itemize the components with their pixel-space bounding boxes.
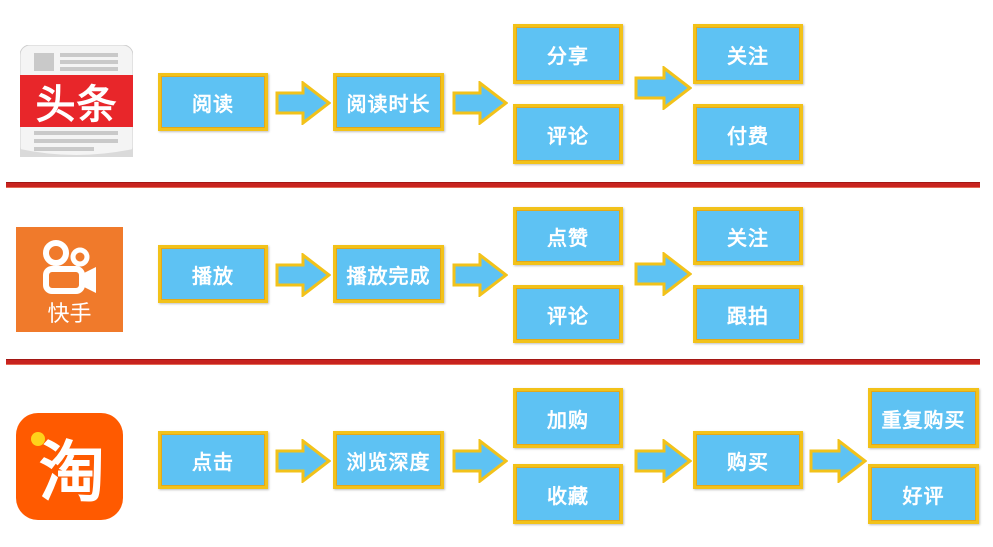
step-duet: 跟拍 xyxy=(693,285,803,343)
step-follow: 关注 xyxy=(693,24,803,84)
arrow-right-icon xyxy=(452,81,508,125)
arrow-right-icon xyxy=(275,81,331,125)
step-add-to-cart: 加购 xyxy=(513,388,623,448)
step-good-review: 好评 xyxy=(868,464,979,524)
kuaishou-logo: 快手 xyxy=(16,227,123,332)
arrow-right-icon xyxy=(452,253,508,297)
step-favorite: 收藏 xyxy=(513,464,623,524)
step-purchase: 购买 xyxy=(693,431,803,489)
toutiao-logo: 头条 xyxy=(19,44,134,158)
arrow-right-icon xyxy=(275,439,331,483)
taobao-logo: 淘 xyxy=(16,413,123,520)
step-play: 播放 xyxy=(158,245,268,303)
arrow-right-icon xyxy=(634,439,692,483)
step-read-duration: 阅读时长 xyxy=(333,73,444,131)
arrow-right-icon xyxy=(275,253,331,297)
step-browse-depth: 浏览深度 xyxy=(333,431,444,489)
row-separator xyxy=(6,360,980,364)
step-play-complete: 播放完成 xyxy=(333,245,444,303)
taobao-logo-text: 淘 xyxy=(39,434,105,511)
step-comment: 评论 xyxy=(513,285,623,343)
row-separator xyxy=(6,183,980,187)
kuaishou-logo-text: 快手 xyxy=(47,302,92,327)
step-pay: 付费 xyxy=(693,104,803,164)
step-like: 点赞 xyxy=(513,207,623,265)
step-comment: 评论 xyxy=(513,104,623,164)
arrow-right-icon xyxy=(452,439,508,483)
arrow-right-icon xyxy=(634,66,692,110)
arrow-right-icon xyxy=(634,252,692,296)
step-follow: 关注 xyxy=(693,207,803,265)
toutiao-logo-text: 头条 xyxy=(35,82,118,128)
arrow-right-icon xyxy=(809,439,867,483)
step-repurchase: 重复购买 xyxy=(868,388,979,448)
step-share: 分享 xyxy=(513,24,623,84)
step-click: 点击 xyxy=(158,431,268,489)
step-read: 阅读 xyxy=(158,73,268,131)
